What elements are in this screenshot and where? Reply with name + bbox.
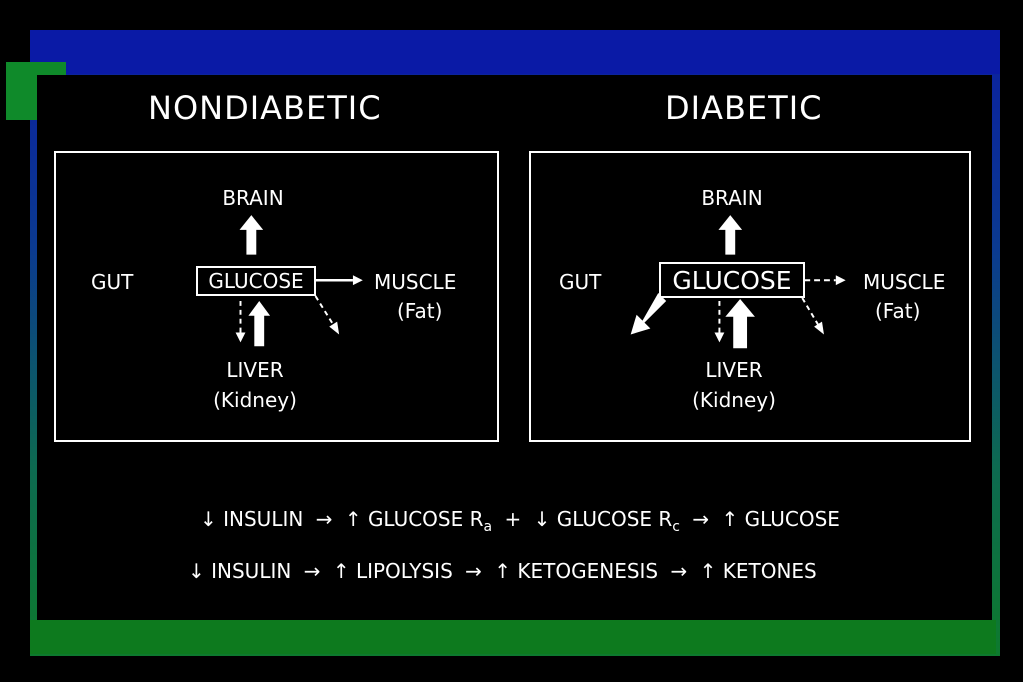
arrow-glucose-to-brain xyxy=(239,215,264,255)
node-liver: LIVER xyxy=(705,358,763,382)
arrow-glucose-to-brain xyxy=(718,215,743,255)
node-glucose: GLUCOSE xyxy=(659,262,805,298)
down-arrow: ↓ xyxy=(188,559,205,583)
insulin-text: INSULIN xyxy=(223,507,304,531)
node-kidney: (Kidney) xyxy=(213,388,297,412)
arrow-glucose-to-fat-dashed xyxy=(314,295,335,326)
panel-diabetic: BRAIN GUT GLUCOSE MUSCLE (Fat) LIVER (Ki… xyxy=(529,151,971,442)
node-muscle: MUSCLE xyxy=(863,270,946,294)
right-arrow: → xyxy=(670,559,688,583)
node-gut: GUT xyxy=(559,270,602,294)
frame-top-bar xyxy=(30,30,1000,74)
diabetic-arrows xyxy=(630,215,846,349)
arrow-liver-to-glucose xyxy=(248,300,271,347)
up-arrow: ↑ xyxy=(721,507,739,531)
node-glucose: GLUCOSE xyxy=(196,266,316,296)
node-liver: LIVER xyxy=(226,358,284,382)
node-gut: GUT xyxy=(91,270,134,294)
heading-diabetic: DIABETIC xyxy=(665,89,823,127)
frame-bottom-bar xyxy=(30,620,996,654)
node-fat: (Fat) xyxy=(875,299,921,323)
glucose-label: GLUCOSE xyxy=(208,269,304,293)
node-muscle: MUSCLE xyxy=(374,270,457,294)
equation-line-1: ↓ INSULIN → ↑ GLUCOSE Ra + ↓ GLUCOSE Rc … xyxy=(200,509,840,534)
glucose-label: GLUCOSE xyxy=(672,265,792,295)
slide-content: NONDIABETIC DIABETIC BRAIN GUT xyxy=(37,75,992,620)
equation-line-2: ↓ INSULIN → ↑ LIPOLYSIS → ↑ KETOGENESIS … xyxy=(188,561,817,581)
glucose-ra-text: GLUCOSE Ra xyxy=(367,507,493,535)
node-fat: (Fat) xyxy=(397,299,443,323)
right-arrow: → xyxy=(692,507,710,531)
ketones-text: KETONES xyxy=(722,559,817,583)
right-arrow: → xyxy=(303,559,321,583)
arrow-glucose-to-fat-dashed xyxy=(801,297,819,326)
up-arrow: ↑ xyxy=(344,507,362,531)
arrow-glucose-to-kidney-loss xyxy=(630,293,667,335)
right-arrow: → xyxy=(315,507,333,531)
up-arrow: ↑ xyxy=(494,559,512,583)
insulin-text: INSULIN xyxy=(211,559,292,583)
lipolysis-text: LIPOLYSIS xyxy=(355,559,453,583)
heading-nondiabetic: NONDIABETIC xyxy=(148,89,382,127)
up-arrow: ↑ xyxy=(699,559,717,583)
panel-nondiabetic: BRAIN GUT GLUCOSE MUSCLE (Fat) LIVER (Ki… xyxy=(54,151,499,442)
down-arrow: ↓ xyxy=(200,507,217,531)
node-brain: BRAIN xyxy=(222,186,284,210)
right-arrow: → xyxy=(465,559,482,583)
arrow-liver-to-glucose xyxy=(725,298,755,349)
down-arrow: ↓ xyxy=(533,507,551,531)
up-arrow: ↑ xyxy=(332,559,350,583)
node-brain: BRAIN xyxy=(701,186,763,210)
glucose-rc-text: GLUCOSE Rc xyxy=(556,507,680,535)
nondiabetic-arrows xyxy=(235,215,363,347)
plus-sign: + xyxy=(504,507,522,531)
node-kidney: (Kidney) xyxy=(692,388,776,412)
ketogenesis-text: KETOGENESIS xyxy=(517,559,659,583)
glucose-text: GLUCOSE xyxy=(744,507,840,531)
